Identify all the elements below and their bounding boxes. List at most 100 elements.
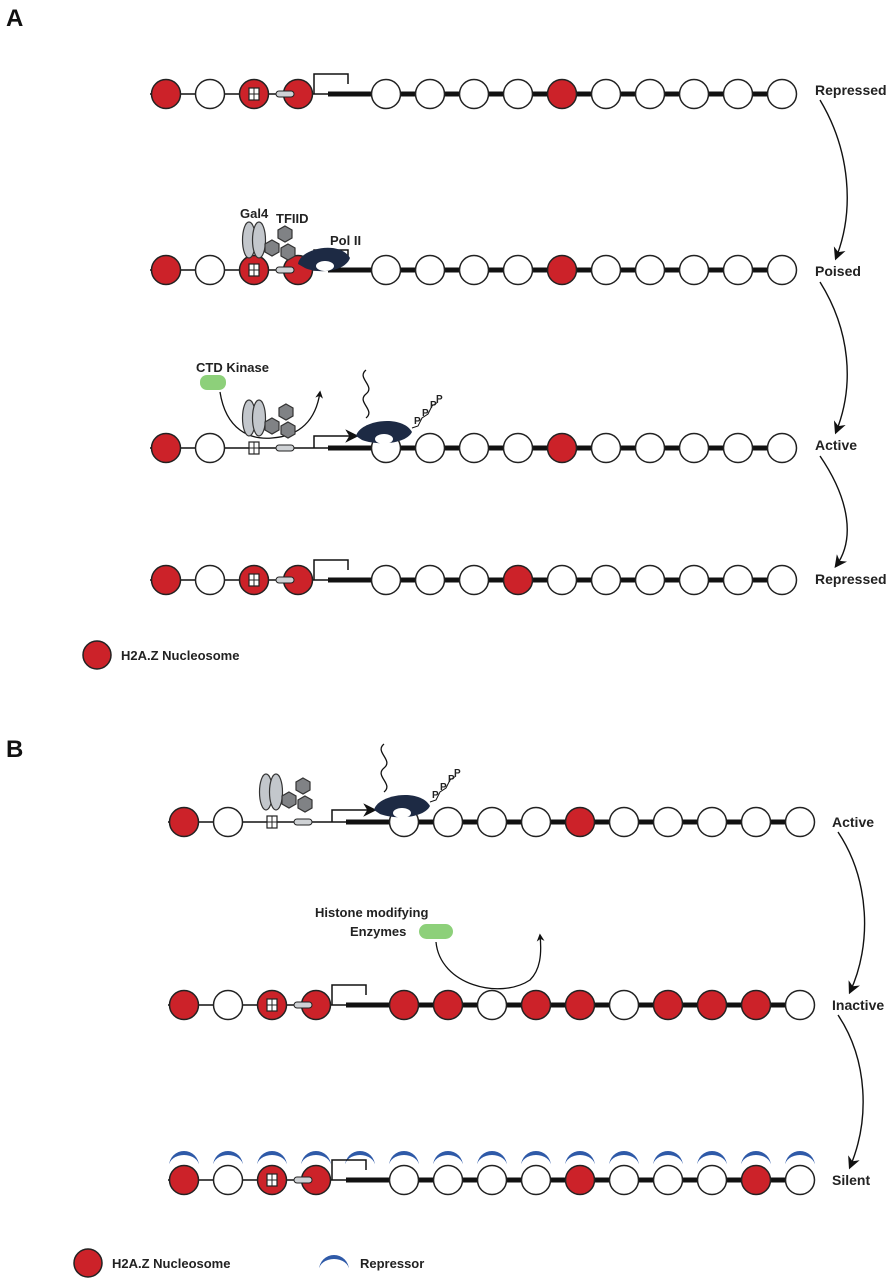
a-row3-tata-element bbox=[275, 444, 295, 452]
panel-b-label: B bbox=[6, 736, 23, 763]
b-row2-tss-paused bbox=[331, 984, 367, 1005]
state-label-active-b: Active bbox=[832, 814, 874, 830]
b-row1-nucleosome-11 bbox=[652, 806, 684, 838]
b-row3-nucleosome-0 bbox=[168, 1164, 200, 1196]
nascent-rna-b bbox=[380, 743, 388, 793]
a-row2-nucleosome-8 bbox=[502, 254, 534, 286]
a-row2-nucleosome-11 bbox=[634, 254, 666, 286]
b-row3-repressor-0 bbox=[169, 1151, 199, 1166]
transition-arrow-inactive-to-silent bbox=[837, 1014, 864, 1170]
a-row1-tata-element bbox=[275, 90, 295, 98]
state-label-inactive: Inactive bbox=[832, 997, 884, 1013]
a-row4-nucleosome-1 bbox=[194, 564, 226, 596]
b-row1-nucleosome-0 bbox=[168, 806, 200, 838]
b-row2-nucleosome-6 bbox=[432, 989, 464, 1021]
phospho-p2: P bbox=[422, 408, 429, 419]
a-row1-nucleosome-0 bbox=[150, 78, 182, 110]
tfiid-complex-b bbox=[281, 777, 313, 813]
a-row2-nucleosome-13 bbox=[722, 254, 754, 286]
legend-h2az-swatch-b bbox=[73, 1248, 103, 1278]
b-row3-repressor-1 bbox=[213, 1151, 243, 1166]
b-row3-tss-paused bbox=[331, 1159, 367, 1180]
b-row3-nucleosome-13 bbox=[740, 1164, 772, 1196]
b-row3-repressor-9 bbox=[565, 1151, 595, 1166]
b-row2-nucleosome-14 bbox=[784, 989, 816, 1021]
b-row2-nucleosome-13 bbox=[740, 989, 772, 1021]
legend-h2az-label-a: H2A.Z Nucleosome bbox=[121, 648, 239, 663]
nascent-rna-active bbox=[362, 369, 370, 419]
a-row3-nucleosome-1 bbox=[194, 432, 226, 464]
transition-arrow-repressed-to-poised bbox=[819, 99, 848, 261]
a-row1-nucleosome-10 bbox=[590, 78, 622, 110]
b-row1-tss-active bbox=[331, 803, 377, 822]
b-row1-nucleosome-13 bbox=[740, 806, 772, 838]
gal4-dimer-b bbox=[258, 773, 284, 811]
b-row3-nucleosome-8 bbox=[520, 1164, 552, 1196]
a-row2-nucleosome-7 bbox=[458, 254, 490, 286]
a-row3-nucleosome-9 bbox=[546, 432, 578, 464]
tfiid-complex-poised bbox=[264, 225, 296, 261]
panel-a-label: A bbox=[6, 5, 23, 32]
b-row1-nucleosome-10 bbox=[608, 806, 640, 838]
a-row1-nucleosome-9 bbox=[546, 78, 578, 110]
b-row3-repressor-10 bbox=[609, 1151, 639, 1166]
phospho-b-p1: P bbox=[432, 790, 439, 801]
b-row3-repressor-3 bbox=[301, 1151, 331, 1166]
b-row3-nucleosome-9 bbox=[564, 1164, 596, 1196]
phospho-p4: P bbox=[436, 394, 443, 405]
a-row3-nucleosome-14 bbox=[766, 432, 798, 464]
a-row4-nucleosome-6 bbox=[414, 564, 446, 596]
enzyme-activity-arrow bbox=[435, 933, 545, 990]
state-label-silent: Silent bbox=[832, 1172, 870, 1188]
a-row4-nucleosome-12 bbox=[678, 564, 710, 596]
a-row1-nucleosome-1 bbox=[194, 78, 226, 110]
state-label-repressed-1: Repressed bbox=[815, 82, 887, 98]
transition-arrow-poised-to-active bbox=[819, 281, 848, 435]
chromatin-rows bbox=[150, 73, 816, 1196]
b-row3-repressor-6 bbox=[433, 1151, 463, 1166]
a-row4-tss-paused bbox=[313, 559, 349, 580]
a-row2-nucleosome-5 bbox=[370, 254, 402, 286]
tfiid-label: TFIID bbox=[276, 211, 309, 226]
pol-ii-poised bbox=[298, 247, 350, 272]
b-row3-repressor-11 bbox=[653, 1151, 683, 1166]
a-row3-nucleosome-7 bbox=[458, 432, 490, 464]
legend-repressor-swatch bbox=[319, 1255, 349, 1270]
phospho-b-p4: P bbox=[454, 768, 461, 779]
ctd-kinase-shape bbox=[200, 375, 226, 390]
a-row1-nucleosome-14 bbox=[766, 78, 798, 110]
b-row1-nucleosome-7 bbox=[476, 806, 508, 838]
a-row1-nucleosome-12 bbox=[678, 78, 710, 110]
a-row2-nucleosome-9 bbox=[546, 254, 578, 286]
a-row4-nucleosome-9 bbox=[546, 564, 578, 596]
a-row1-nucleosome-5 bbox=[370, 78, 402, 110]
a-row3-nucleosome-6 bbox=[414, 432, 446, 464]
phospho-ctd-b bbox=[429, 775, 457, 803]
a-row4-nucleosome-5 bbox=[370, 564, 402, 596]
state-label-repressed-2: Repressed bbox=[815, 571, 887, 587]
b-row3-tata-element bbox=[293, 1176, 313, 1184]
a-row2-nucleosome-12 bbox=[678, 254, 710, 286]
gal4-label: Gal4 bbox=[240, 206, 269, 221]
b-row1-nucleosome-12 bbox=[696, 806, 728, 838]
phospho-ctd-active bbox=[411, 401, 439, 429]
b-row3-repressor-4 bbox=[345, 1151, 375, 1166]
pol-ii-active bbox=[356, 420, 412, 444]
a-row3-nucleosome-12 bbox=[678, 432, 710, 464]
state-label-poised: Poised bbox=[815, 263, 861, 279]
legend-h2az-label-b: H2A.Z Nucleosome bbox=[112, 1256, 230, 1271]
b-row1-nucleosome-14 bbox=[784, 806, 816, 838]
legend-h2az-swatch-a bbox=[82, 640, 112, 670]
b-row1-nucleosome-8 bbox=[520, 806, 552, 838]
b-row3-nucleosome-12 bbox=[696, 1164, 728, 1196]
a-row4-nucleosome-14 bbox=[766, 564, 798, 596]
tfiid-complex-active bbox=[264, 403, 296, 439]
a-row1-tss-paused bbox=[313, 73, 349, 94]
b-row3-nucleosome-7 bbox=[476, 1164, 508, 1196]
b-row2-nucleosome-9 bbox=[564, 989, 596, 1021]
phospho-p1: P bbox=[414, 416, 421, 427]
b-row2-nucleosome-10 bbox=[608, 989, 640, 1021]
b-row2-nucleosome-12 bbox=[696, 989, 728, 1021]
a-row3-nucleosome-8 bbox=[502, 432, 534, 464]
